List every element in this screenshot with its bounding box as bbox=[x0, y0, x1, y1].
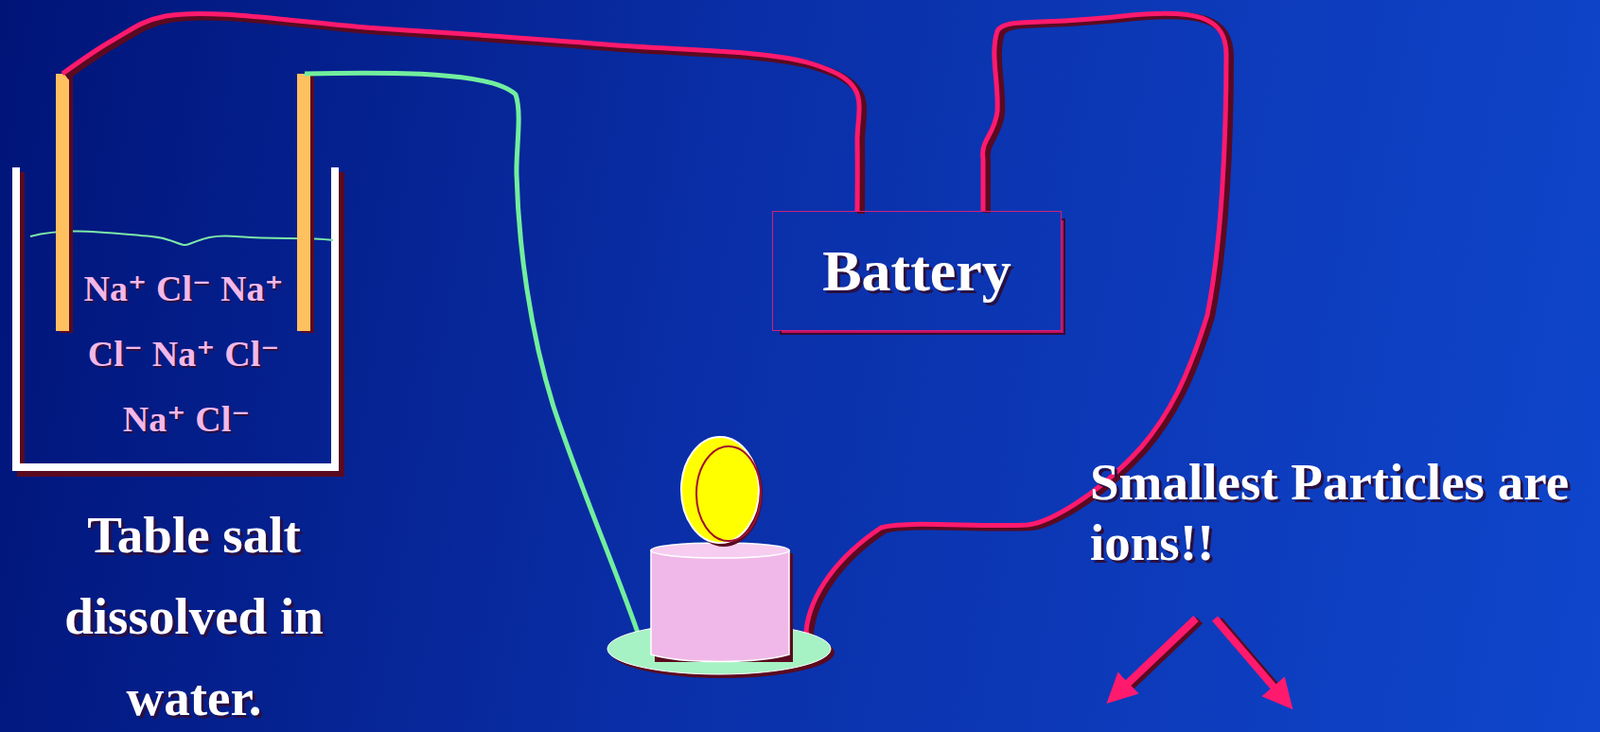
ion-label: Cl⁻ bbox=[156, 266, 211, 310]
pointer-arrow bbox=[1117, 618, 1196, 694]
box-label: Battery bbox=[822, 237, 1012, 305]
ion-label: Na⁺ bbox=[83, 266, 147, 310]
ion-row: Na⁺Cl⁻ bbox=[123, 397, 251, 440]
electrode bbox=[55, 73, 70, 332]
electrode bbox=[297, 73, 311, 332]
bulb bbox=[681, 437, 759, 544]
lamp-holder bbox=[650, 550, 790, 663]
note-label: Smallest Particles are ions!! bbox=[1090, 452, 1594, 574]
wire-group bbox=[62, 13, 863, 214]
caption-text: Table salt dissolved in water. bbox=[9, 494, 379, 732]
ion-row: Cl⁻Na⁺Cl⁻ bbox=[87, 332, 281, 375]
wire-shadow bbox=[66, 16, 863, 214]
arrow-shadow bbox=[1121, 620, 1200, 696]
wire bbox=[62, 13, 860, 211]
ion-label: Cl⁻ bbox=[87, 332, 143, 375]
ion-row: Na⁺Cl⁻Na⁺ bbox=[83, 266, 283, 310]
water-surface bbox=[30, 231, 334, 246]
battery-box: Battery bbox=[772, 210, 1062, 332]
ion-label: Cl⁻ bbox=[194, 397, 250, 440]
bulb-filament bbox=[696, 446, 761, 542]
ion-label: Na⁺ bbox=[152, 332, 216, 375]
wire bbox=[304, 72, 638, 633]
pointer-arrow bbox=[1214, 618, 1284, 699]
ion-label: Na⁺ bbox=[220, 266, 284, 310]
beaker-node: Table salt dissolved in water. bbox=[9, 73, 379, 732]
ion-label: Cl⁻ bbox=[224, 332, 280, 375]
ion-label: Na⁺ bbox=[123, 397, 187, 440]
